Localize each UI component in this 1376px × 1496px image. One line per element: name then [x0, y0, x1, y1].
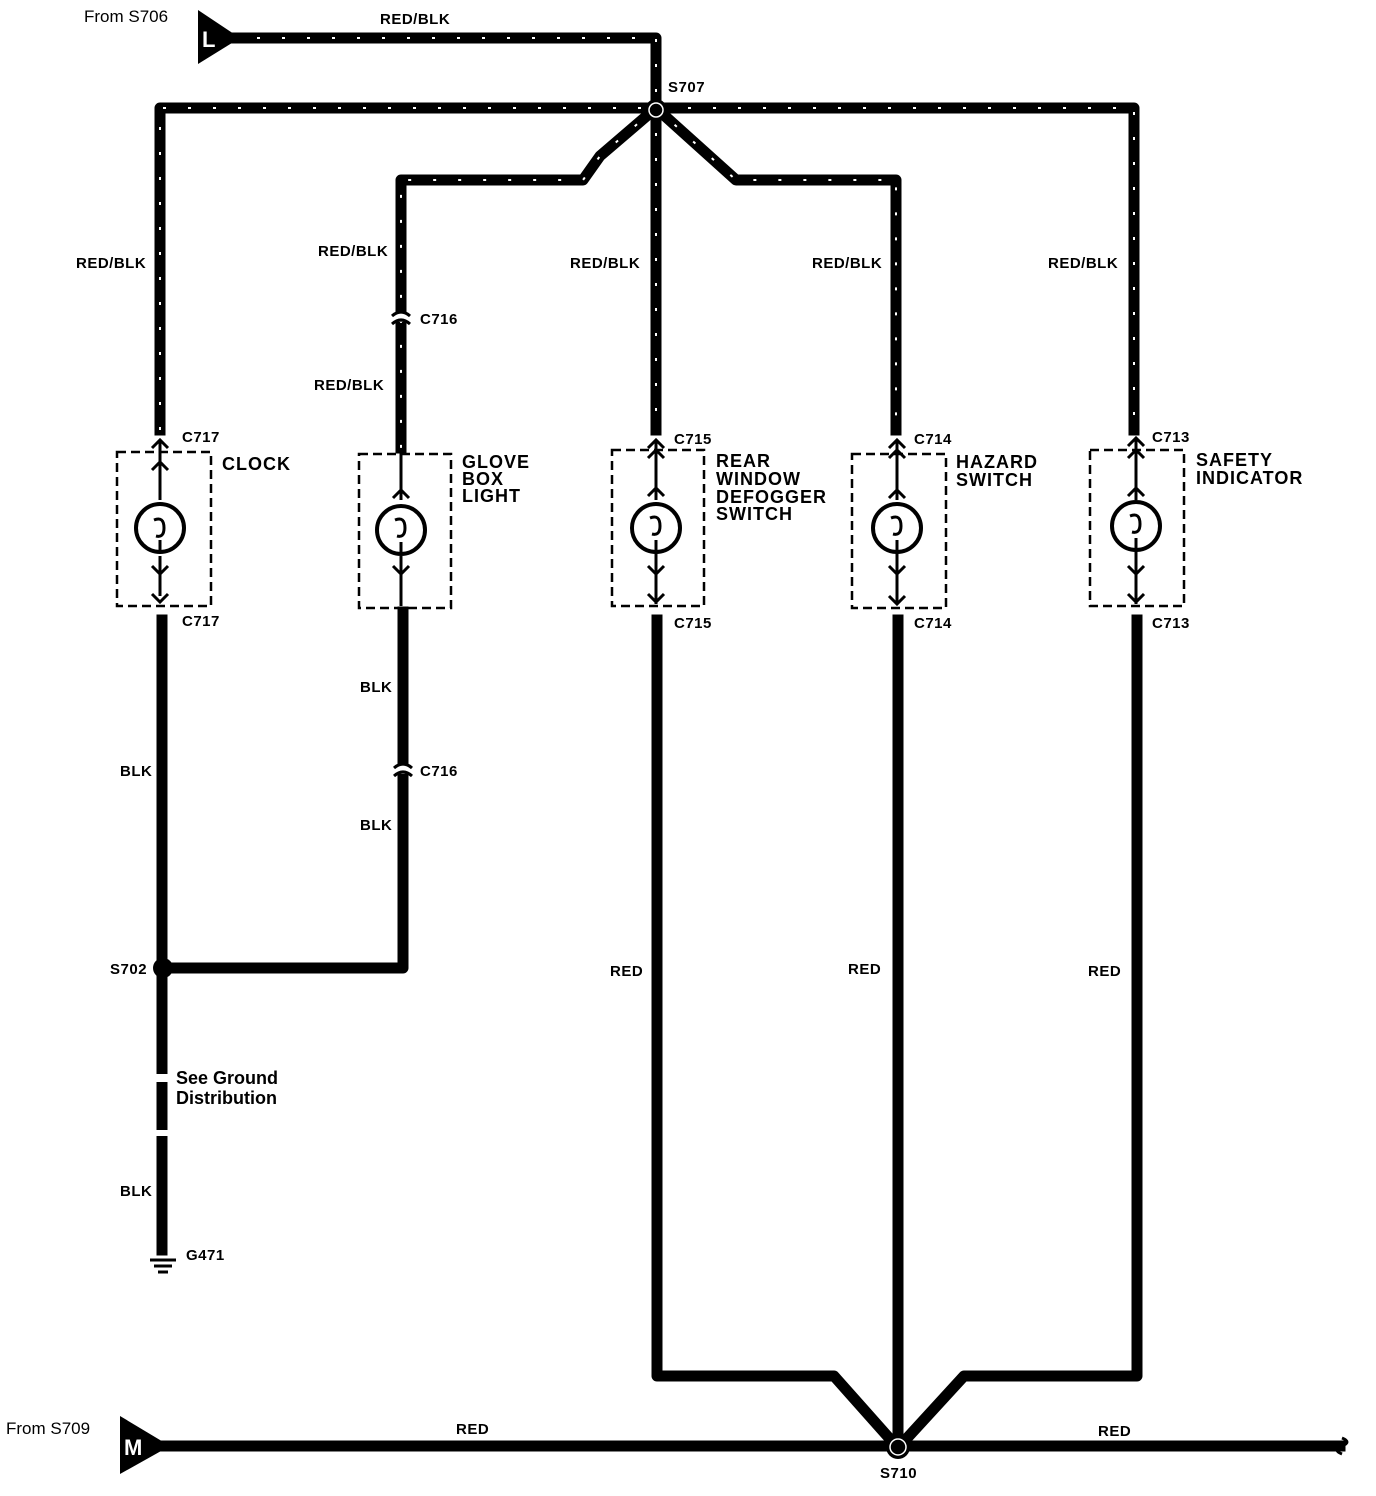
- label-hazard-line2: SWITCH: [956, 470, 1033, 490]
- wire-glove-feed: [395, 100, 664, 454]
- label-connector-c716-lower: C716: [420, 763, 458, 780]
- wire-defogger-return: [651, 614, 906, 1456]
- label-wire-bottom-right: RED: [1098, 1423, 1131, 1440]
- label-connector-c714-top: C714: [914, 431, 952, 448]
- label-glove-line1: GLOVE: [462, 452, 530, 472]
- label-glove-line2: BOX: [462, 469, 504, 489]
- label-wire-glove-ground-lower: BLK: [360, 817, 392, 834]
- label-splice-s702: S702: [110, 961, 147, 978]
- label-wire-hazard-return: RED: [848, 961, 881, 978]
- wire-top-feed: [226, 32, 662, 114]
- component-hazard-switch: [850, 437, 948, 610]
- label-connector-c715-top: C715: [674, 431, 712, 448]
- label-wire-ground-lower: BLK: [120, 1183, 152, 1200]
- label-connector-c714-bottom: C714: [914, 615, 952, 632]
- label-splice-s707: S707: [668, 79, 705, 96]
- component-clock: [115, 437, 213, 608]
- labels: From S706 From S709 RED/BLK S707 S702 S7…: [6, 7, 1303, 1482]
- label-wire-defogger-return: RED: [610, 963, 643, 980]
- label-splice-s710: S710: [880, 1465, 917, 1482]
- label-defogger-line4: SWITCH: [716, 504, 793, 524]
- wires: [154, 32, 1346, 1456]
- source-flag-l: L: [198, 10, 240, 64]
- wire-continuation-mark: [1335, 1436, 1349, 1456]
- label-wire-defogger-feed: RED/BLK: [570, 255, 640, 272]
- component-glove-box-light: [357, 448, 453, 610]
- label-connector-c716-upper: C716: [420, 311, 458, 328]
- wire-hazard-feed: [648, 100, 902, 436]
- source-letter-l: L: [202, 27, 215, 52]
- splice-s702-dot: [153, 958, 173, 978]
- label-wire-glove-feed-upper: RED/BLK: [318, 243, 388, 260]
- label-connector-c713-top: C713: [1152, 429, 1190, 446]
- label-wire-safety-return: RED: [1088, 963, 1121, 980]
- label-wire-top-feed: RED/BLK: [380, 11, 450, 28]
- label-connector-c713-bottom: C713: [1152, 615, 1190, 632]
- label-defogger-line1: REAR: [716, 451, 771, 471]
- source-flag-m: M: [120, 1416, 170, 1474]
- label-from-s706: From S706: [84, 7, 168, 26]
- label-connector-c717-bottom: C717: [182, 613, 220, 630]
- label-hazard-line1: HAZARD: [956, 452, 1038, 472]
- label-safety-line1: SAFETY: [1196, 450, 1273, 470]
- label-wire-glove-feed-lower: RED/BLK: [314, 377, 384, 394]
- wire-safety-return: [890, 614, 1143, 1456]
- label-defogger-line2: WINDOW: [716, 469, 801, 489]
- label-ground-g471: G471: [186, 1247, 225, 1264]
- label-wire-bottom-left: RED: [456, 1421, 489, 1438]
- connector-c716-upper: [390, 310, 414, 326]
- label-defogger-line3: DEFOGGER: [716, 487, 827, 507]
- ground-symbol: [150, 1258, 176, 1274]
- label-glove-line3: LIGHT: [462, 486, 521, 506]
- label-wire-clock-feed: RED/BLK: [76, 255, 146, 272]
- label-connector-c715-bottom: C715: [674, 615, 712, 632]
- label-from-s709: From S709: [6, 1419, 90, 1438]
- label-wire-clock-ground: BLK: [120, 763, 152, 780]
- component-rear-window-defogger-switch: [610, 437, 706, 608]
- splice-s707-dot: [645, 99, 667, 121]
- source-letter-m: M: [124, 1435, 142, 1460]
- wire-glove-ground: [156, 606, 409, 974]
- label-clock: CLOCK: [222, 454, 291, 474]
- wire-bus-s707: [154, 102, 1140, 436]
- label-wire-safety-feed: RED/BLK: [1048, 255, 1118, 272]
- label-wire-glove-ground-upper: BLK: [360, 679, 392, 696]
- label-ground-note-line1: See Ground: [176, 1068, 278, 1088]
- label-connector-c717-top: C717: [182, 429, 220, 446]
- component-safety-indicator: [1088, 435, 1186, 608]
- label-ground-note-line2: Distribution: [176, 1088, 277, 1108]
- label-safety-line2: INDICATOR: [1196, 468, 1303, 488]
- label-wire-hazard-feed: RED/BLK: [812, 255, 882, 272]
- connector-c716-lower: [392, 762, 416, 778]
